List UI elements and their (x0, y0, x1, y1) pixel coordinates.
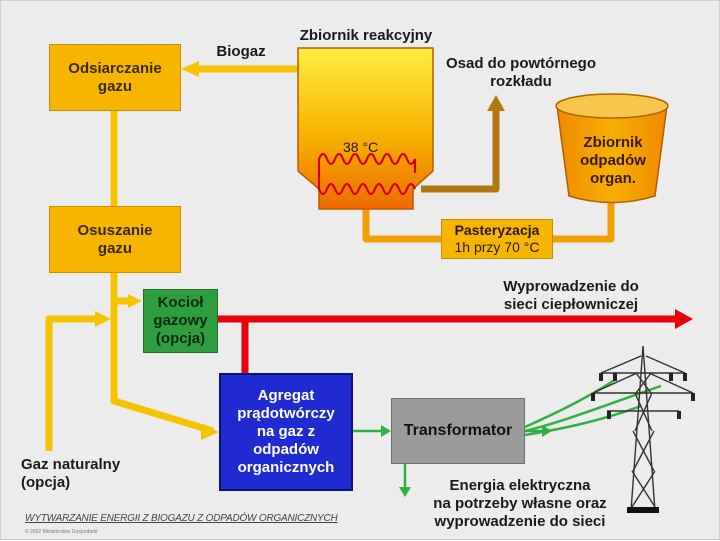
biogas-pipes (45, 65, 298, 451)
drying-box: Osuszanie gazu (49, 206, 181, 273)
pasteurization-to-tank-pipe (551, 199, 615, 243)
heat-output-arrowhead (675, 309, 693, 329)
sediment-arrowhead (487, 95, 505, 111)
transformer-box: Transformator (391, 398, 525, 464)
heat-output-label: Wyprowadzenie do sieci ciepłowniczej (503, 278, 639, 313)
reactor-title: Zbiornik reakcyjny (299, 27, 433, 44)
reactor-to-pasteurization-pipe (362, 206, 441, 243)
generator-box: Agregat prądotwórczy na gaz z odpadów or… (219, 373, 353, 491)
natural-gas-arrowhead (95, 311, 111, 327)
organic-waste-tank (556, 105, 668, 204)
reactor-temperature: 38 °C (343, 139, 379, 155)
pasteurization-box: Pasteryzacja 1h przy 70 °C (441, 219, 553, 259)
boiler-box: Kocioł gazowy (opcja) (143, 289, 218, 353)
own-use-arrowhead (399, 487, 411, 497)
biogas-arrowhead (181, 61, 199, 77)
heating-coil-icon (317, 152, 417, 196)
transformer-arrowhead (381, 425, 391, 437)
grid-arrowhead (542, 425, 552, 437)
organic-tank-label: Zbiornik odpadów organ. (580, 134, 646, 187)
drying-to-generator-pipe (110, 271, 215, 435)
pasteurization-title: Pasteryzacja (454, 222, 540, 238)
boiler-gas-arrowhead (128, 294, 142, 308)
grid-wire-2 (524, 384, 662, 433)
pasteurization-detail: 1h przy 70 °C (454, 239, 540, 255)
pasteurization-loop (362, 199, 615, 243)
desulfurization-box: Odsiarczanie gazu (49, 44, 181, 111)
sediment-label: Osad do powtórnego rozkładu (446, 55, 596, 90)
reactor-vessel (297, 47, 434, 210)
natural-gas-pipe (45, 315, 99, 451)
pylon-base (627, 507, 659, 513)
heat-pipes (216, 315, 677, 373)
organic-tank-lid (555, 93, 669, 119)
copyright-note: © 2002 Ministerstwo Gospodarki (25, 529, 98, 535)
generator-gas-arrowhead (201, 424, 219, 440)
diagram-footer-title: WYTWARZANIE ENERGII Z BIOGAZU Z ODPADÓW … (25, 513, 338, 524)
electricity-label: Energia elektryczna na potrzeby własne o… (433, 477, 607, 530)
sediment-pipe (421, 109, 500, 193)
natural-gas-label: Gaz naturalny (opcja) (21, 456, 121, 491)
pylon-insulators (591, 373, 695, 419)
power-pylon-icon (592, 345, 694, 512)
biogas-label: Biogaz (216, 43, 266, 60)
grid-wire-1 (524, 377, 617, 429)
